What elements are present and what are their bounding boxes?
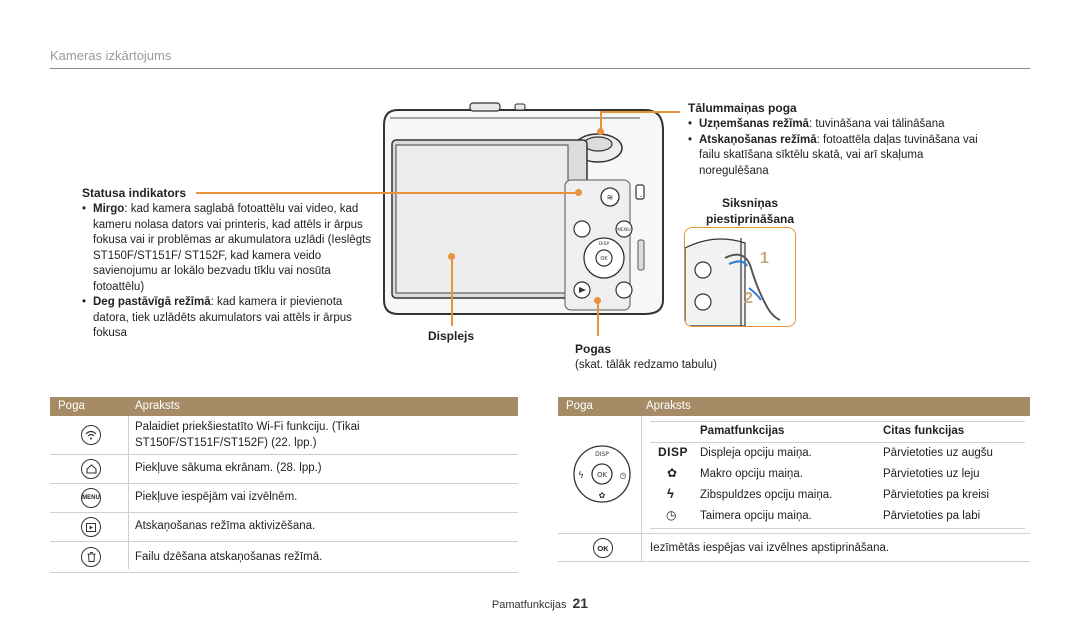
table-row: ◷ Taimera opciju maiņa. Pārvietoties pa … — [650, 506, 1025, 528]
left-row-text: Palaidiet priekšiestatīto Wi-Fi funkciju… — [135, 421, 360, 449]
svg-text:≋: ≋ — [607, 193, 614, 202]
right-subheader: Pamatfunkcijas Citas funkcijas — [650, 421, 1025, 443]
left-table-rows: Palaidiet priekšiestatīto Wi-Fi funkciju… — [50, 416, 518, 573]
strap-step-1: 1 — [760, 250, 769, 267]
display-callout-dot — [448, 253, 455, 260]
other-function: Pārvietoties uz augšu — [883, 447, 993, 459]
flash-icon: ϟ — [667, 486, 674, 501]
buttons-label: Pogas — [575, 342, 612, 356]
right-col-poga: Poga — [566, 400, 593, 412]
home-icon — [81, 459, 101, 479]
zoom-item: Atskaņošanas režīmā: fotoattēla daļas tu… — [688, 133, 993, 180]
buttons-callout-line — [597, 300, 599, 336]
left-col-apraksts: Apraksts — [135, 400, 180, 412]
left-row-text: Failu dzēšana atskaņošanas režīmā. — [135, 551, 323, 563]
status-item: Mirgo: kad kamera saglabā fotoattēlu vai… — [82, 202, 372, 295]
right-table-bottom — [558, 561, 1030, 562]
strap-title: Siksniņas piestiprināšana — [705, 196, 795, 226]
table-row: DISP Displeja opciju maiņa. Pārvietoties… — [650, 443, 1025, 464]
left-col-poga: Poga — [58, 400, 85, 412]
display-label: Displejs — [428, 329, 475, 343]
other-function: Pārvietoties pa labi — [883, 510, 981, 522]
table-row: Palaidiet priekšiestatīto Wi-Fi funkciju… — [50, 416, 518, 455]
svg-text:ϟ: ϟ — [578, 471, 584, 481]
right-table-rows: DISP Displeja opciju maiņa. Pārvietoties… — [650, 443, 1025, 528]
camera-menu-label: MENU — [617, 227, 630, 233]
disp-icon: DISP — [658, 445, 689, 459]
macro-icon: ✿ — [667, 466, 678, 480]
ok-icon: OK — [593, 538, 613, 558]
left-table-divider — [128, 416, 129, 569]
sub-col-other: Citas funkcijas — [883, 425, 965, 437]
svg-text:◷: ◷ — [620, 471, 627, 480]
page-title: Kameras izkārtojums — [50, 48, 172, 63]
status-list: Mirgo: kad kamera saglabā fotoattēlu vai… — [82, 202, 372, 342]
right-table-header: Poga Apraksts — [558, 397, 1030, 416]
display-callout-line — [451, 256, 453, 326]
basic-function: Taimera opciju maiņa. — [700, 510, 812, 522]
buttons-callout-dot — [594, 297, 601, 304]
zoom-callout-line — [600, 111, 680, 113]
other-function: Pārvietoties uz leju — [883, 468, 980, 480]
trash-icon — [81, 547, 101, 567]
zoom-list: Uzņemšanas režīmā: tuvināšana vai tālinā… — [688, 117, 993, 179]
basic-function: Displeja opciju maiņa. — [700, 447, 812, 459]
camera-disp-label: DISP — [599, 241, 610, 247]
table-row: Failu dzēšana atskaņošanas režīmā. — [50, 542, 518, 573]
page-footer: Pamatfunkcijas 21 — [430, 595, 650, 611]
camera-ok-label: OK — [600, 256, 608, 262]
strap-step-2: 2 — [744, 290, 753, 307]
table-row: Atskaņošanas režīma aktivizēšana. — [50, 513, 518, 542]
dial-ok-label: OK — [597, 471, 608, 479]
sub-col-basic: Pamatfunkcijas — [700, 425, 785, 437]
right-row-separator — [650, 528, 1025, 529]
left-row-text: Piekļuve sākuma ekrānam. (28. lpp.) — [135, 462, 322, 474]
ok-row-text: Iezīmētās iespējas vai izvēlnes apstipri… — [650, 542, 890, 554]
right-row-separator — [558, 533, 1030, 534]
timer-icon: ◷ — [666, 508, 677, 522]
buttons-sublabel: (skat. tālāk redzamo tabulu) — [575, 359, 717, 371]
svg-text:✿: ✿ — [599, 491, 606, 500]
table-row: MENU Piekļuve iespējām vai izvēlnēm. — [50, 484, 518, 513]
page-number: 21 — [572, 595, 589, 611]
right-col-apraksts: Apraksts — [646, 400, 691, 412]
dial-disp-label: DISP — [595, 451, 609, 458]
status-item: Deg pastāvīgā režīmā: kad kamera ir piev… — [82, 295, 372, 342]
play-icon — [81, 517, 101, 537]
menu-icon: MENU — [81, 488, 101, 508]
strap-callout-line — [640, 196, 642, 197]
right-table-divider — [641, 416, 642, 561]
status-callout-dot — [575, 189, 582, 196]
status-callout-line — [196, 192, 578, 194]
camera-illustration: ≋ MENU OK DISP — [383, 102, 664, 315]
table-row: Piekļuve sākuma ekrānam. (28. lpp.) — [50, 455, 518, 484]
zoom-title: Tālummaiņas poga — [688, 101, 797, 115]
page-header: Kameras izkārtojums — [50, 48, 1030, 69]
wifi-icon — [81, 425, 101, 445]
strap-inset — [684, 227, 796, 327]
left-row-text: Atskaņošanas režīma aktivizēšana. — [135, 520, 316, 532]
left-row-text: Piekļuve iespējām vai izvēlnēm. — [135, 491, 298, 503]
footer-section: Pamatfunkcijas — [491, 599, 567, 611]
left-table-header: Poga Apraksts — [50, 397, 518, 416]
status-title: Statusa indikators — [82, 186, 187, 200]
other-function: Pārvietoties pa kreisi — [883, 489, 990, 501]
zoom-callout-vertical — [600, 111, 602, 131]
table-row: ϟ Zibspuldzes opciju maiņa. Pārvietoties… — [650, 485, 1025, 506]
navigation-dial-icon: OK DISP ϟ ◷ ✿ — [573, 445, 631, 503]
zoom-callout-dot — [597, 128, 604, 135]
basic-function: Zibspuldzes opciju maiņa. — [700, 489, 833, 501]
zoom-item: Uzņemšanas režīmā: tuvināšana vai tālinā… — [688, 117, 993, 133]
table-row: ✿ Makro opciju maiņa. Pārvietoties uz le… — [650, 464, 1025, 485]
basic-function: Makro opciju maiņa. — [700, 468, 803, 480]
